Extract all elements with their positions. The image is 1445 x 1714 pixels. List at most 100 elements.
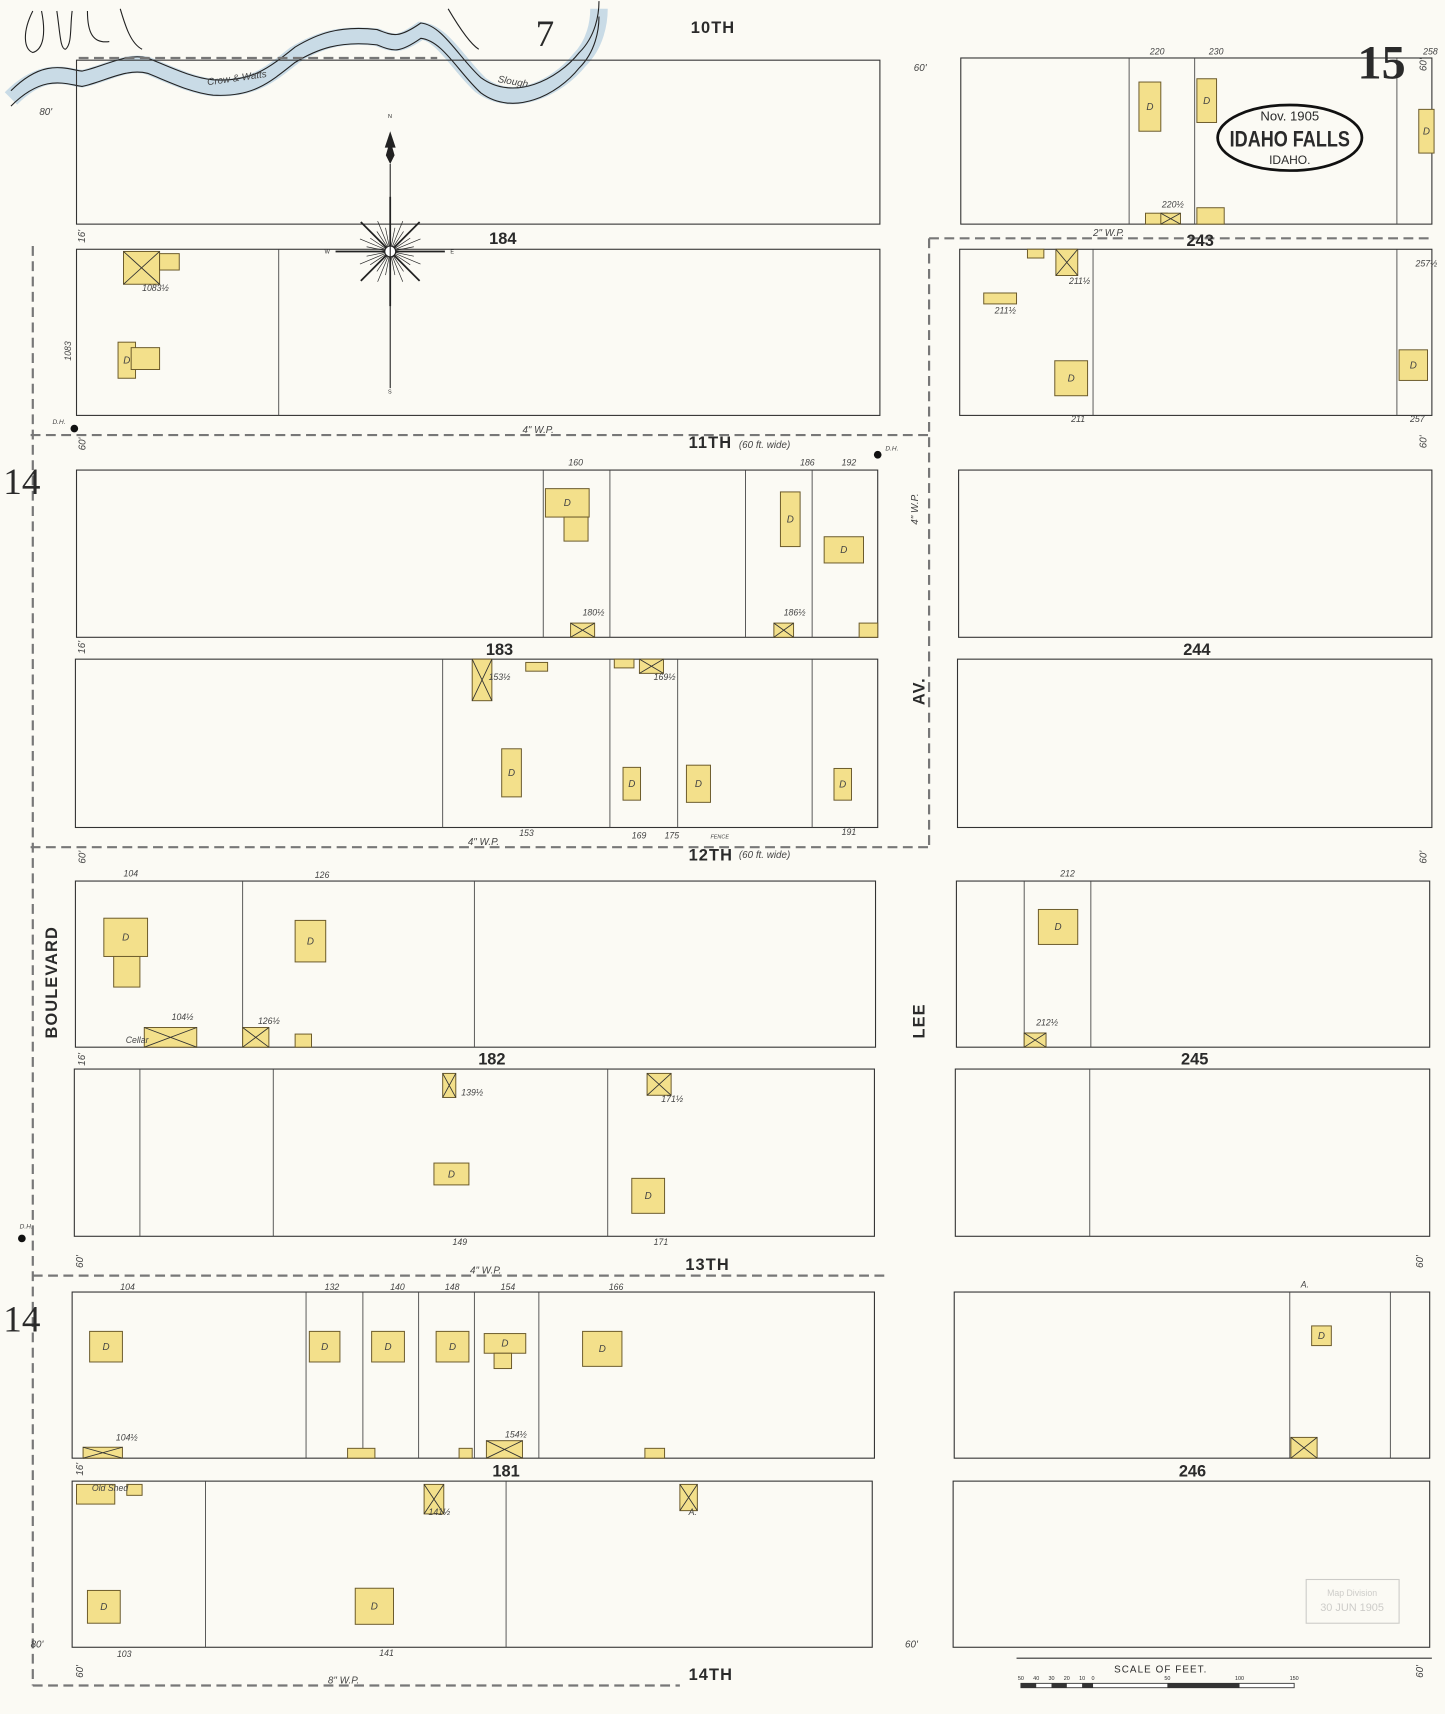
frame-dwelling [354, 1587, 394, 1625]
building-use-label: D [1423, 126, 1430, 137]
outbuilding-cross [570, 622, 595, 638]
block-number: 245 [1181, 1051, 1208, 1069]
street-labels: 10TH 11TH (60 ft. wide) 12TH (60 ft. wid… [43, 19, 929, 1684]
outbuilding-cross [82, 1446, 123, 1459]
scale-tick-label: 100 [1235, 1676, 1244, 1682]
frame-dwelling [1054, 360, 1089, 397]
frame-dwelling [126, 1483, 143, 1496]
frame-dwelling [1196, 207, 1225, 225]
width-label: 60' [1418, 57, 1429, 71]
scale-segment [1020, 1683, 1037, 1688]
hydrant-label: D.H. [20, 1224, 33, 1231]
frame-dwelling [631, 1177, 666, 1214]
lot-number: 230 [1208, 47, 1224, 57]
frame-dwelling [544, 488, 590, 518]
building-use-label: D [645, 1191, 652, 1202]
scale-segment [1082, 1683, 1094, 1688]
compass-ray [360, 250, 391, 282]
width-label: 60' [77, 850, 88, 864]
building-use-label: D [448, 1169, 455, 1180]
hydrant-icon [18, 1234, 26, 1243]
street-11th-width: (60 ft. wide) [739, 440, 790, 451]
outbuilding-cross [1055, 248, 1079, 276]
lot-number: 211½ [994, 306, 1017, 316]
outbuilding-cross [423, 1484, 445, 1515]
outbuilding-cross [242, 1027, 270, 1048]
lot-number: 141 [379, 1648, 394, 1658]
frame-dwelling [435, 1330, 470, 1363]
frame-dwelling [501, 748, 522, 798]
building-use-label: D [628, 779, 635, 790]
stamp-line-1: Map Division [1327, 1588, 1377, 1598]
frame-dwelling [685, 764, 711, 803]
library-stamp: Map Division 30 JUN 1905 [1305, 1578, 1400, 1624]
street-12th-width: (60 ft. wide) [739, 850, 790, 861]
outbuilding-cross [442, 1073, 457, 1098]
lot-number: 169½ [654, 672, 677, 682]
outbuilding-cross [679, 1484, 698, 1511]
outbuilding-cross [773, 622, 794, 638]
width-label: 60' [905, 1639, 919, 1650]
block-outline [959, 248, 1433, 416]
scale-tick-label: 30 [1048, 1676, 1054, 1682]
frame-dwelling [823, 536, 864, 564]
block-number: 244 [1183, 641, 1211, 659]
building-use-label: D [508, 768, 515, 779]
adjacent-sheet-west-lower[interactable]: 14 [3, 1299, 40, 1340]
map-notes: 4" W.P. 4" W.P. 4" W.P. 8" W.P. 2" W.P. … [18, 57, 1429, 1686]
outbuilding-cross [1290, 1437, 1318, 1459]
scale-tick-label: 40 [1033, 1676, 1039, 1682]
lot-number: 211 [1070, 414, 1085, 424]
lot-number: 154½ [505, 1429, 528, 1439]
adjacent-sheet-west-upper[interactable]: 14 [3, 462, 40, 503]
building-use-label: D [100, 1602, 107, 1613]
alley-width-label: 16' [77, 640, 88, 654]
lot-number: 160 [568, 458, 583, 468]
lot-number: 104½ [172, 1012, 195, 1022]
block-outline [75, 469, 879, 638]
street-lee: LEE [911, 1003, 929, 1038]
hydrant-label: D.H. [885, 445, 898, 452]
frame-dwelling [1311, 1325, 1332, 1347]
building-use-label: D [307, 936, 314, 947]
frame-dwelling [76, 1483, 116, 1505]
lot-number: 169 [632, 830, 647, 840]
frame-dwelling [113, 955, 141, 988]
frame-dwelling [347, 1447, 376, 1459]
title-date: Nov. 1905 [1260, 108, 1319, 123]
lot-number: 132 [325, 1282, 340, 1292]
building-use-label: D [1203, 96, 1210, 107]
frame-dwelling [582, 1330, 623, 1367]
lot-number: 257½ [1414, 259, 1438, 269]
block-number: 184 [489, 230, 517, 248]
adjacent-sheet-north[interactable]: 7 [536, 14, 555, 55]
lot-number: 180½ [583, 607, 606, 617]
pipe-label: 4" W.P. [470, 1265, 501, 1276]
building-use-label: D [1146, 102, 1153, 113]
lot-number: 212 [1059, 869, 1075, 879]
block-outline [952, 1480, 1431, 1648]
frame-dwelling [159, 253, 180, 271]
scale-title: SCALE OF FEET. [1114, 1664, 1207, 1675]
building-use-label: D [695, 779, 702, 790]
block-outline [75, 248, 881, 416]
block-number: 182 [478, 1051, 505, 1069]
street-11th: 11TH [689, 434, 733, 452]
frame-dwelling [622, 766, 642, 801]
width-label: 60' [75, 1254, 86, 1268]
lot-number: 104 [120, 1282, 135, 1292]
width-label: 60' [77, 436, 88, 450]
alley-width-label: 16' [77, 1052, 88, 1066]
lot-number: 258 [1422, 47, 1438, 57]
building-use-label: D [123, 355, 130, 366]
building-use-label: D [839, 780, 846, 791]
width-label: 60' [1418, 850, 1429, 864]
frame-dwelling [103, 917, 149, 957]
lot-number: 103 [117, 1649, 132, 1659]
scale-tick-label: 150 [1290, 1676, 1299, 1682]
lot-number: 153 [519, 828, 534, 838]
compass-east: E [450, 250, 454, 256]
outbuilding-cross [144, 1027, 197, 1048]
title-state: IDAHO. [1269, 153, 1310, 167]
